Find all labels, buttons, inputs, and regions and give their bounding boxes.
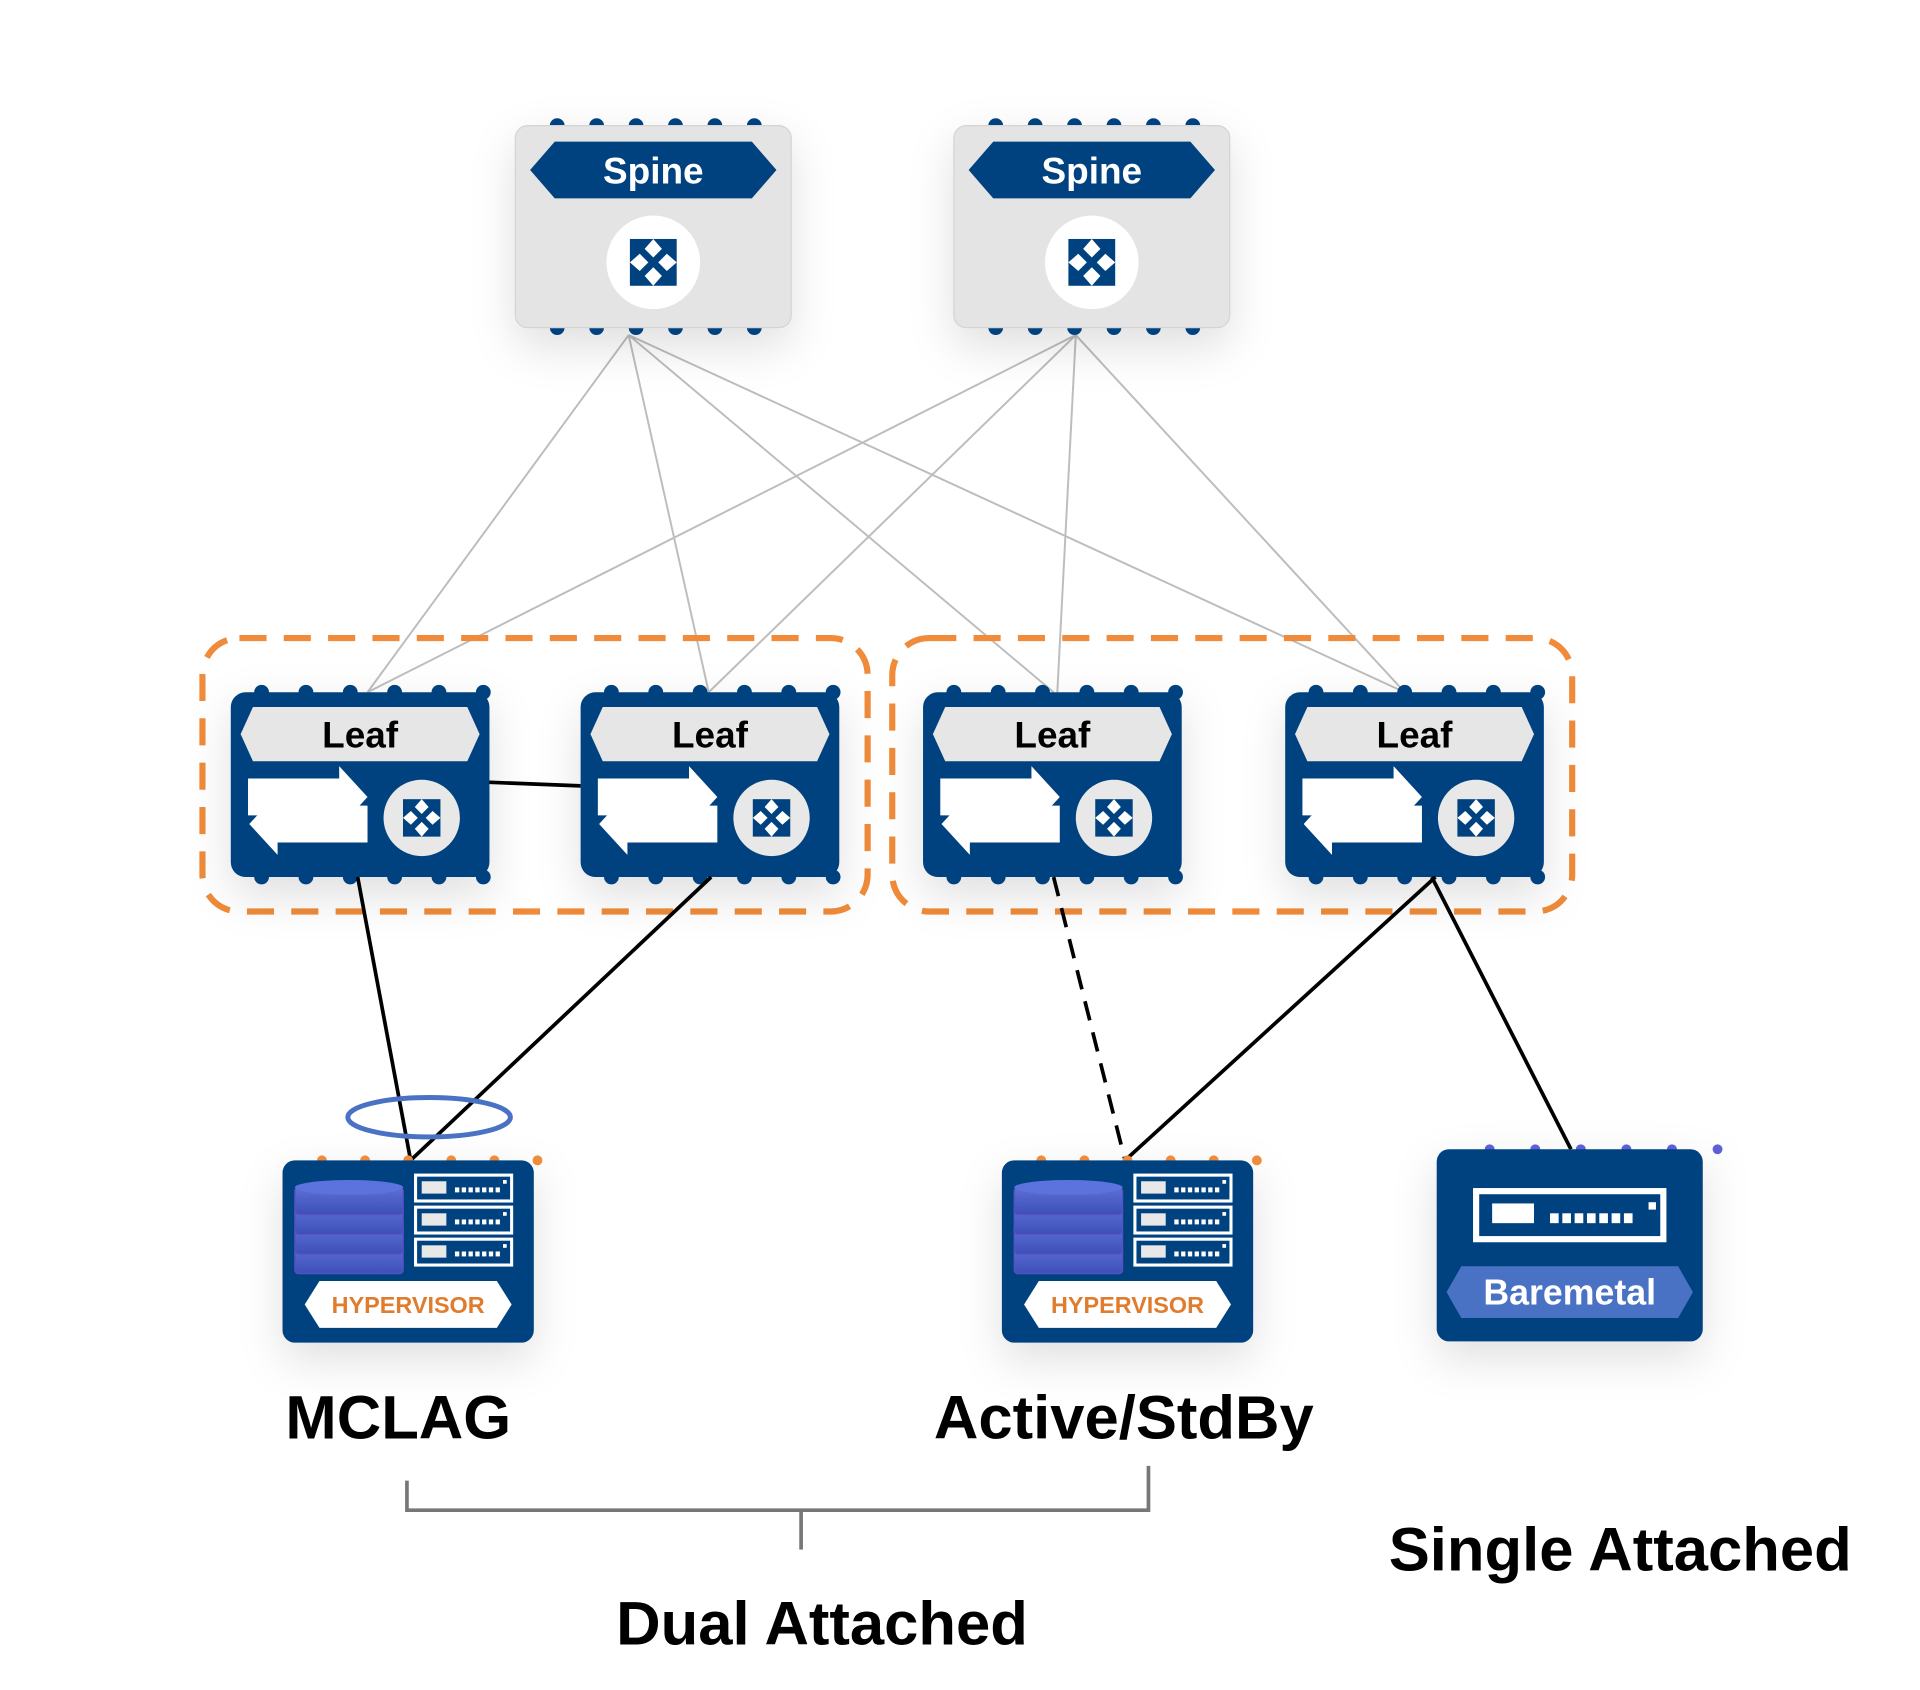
arrow-left-icon bbox=[599, 793, 718, 855]
hypervisor-host[interactable]: HYPERVISOR bbox=[1001, 1155, 1262, 1343]
hypervisor-label: HYPERVISOR bbox=[1051, 1292, 1204, 1318]
uplink bbox=[627, 334, 710, 693]
arrow-left-icon bbox=[249, 793, 368, 855]
storage-disks-icon bbox=[294, 1180, 404, 1275]
leaf-label: Leaf bbox=[672, 715, 749, 756]
uplink bbox=[628, 334, 1406, 694]
server-unit-icon bbox=[414, 1205, 514, 1235]
leaf-switch[interactable]: Leaf bbox=[1285, 684, 1546, 885]
server-unit-icon bbox=[1133, 1237, 1233, 1267]
arrow-left-icon bbox=[1303, 793, 1422, 855]
spine-label-badge bbox=[968, 141, 1215, 199]
fabric-switch-icon bbox=[752, 799, 791, 837]
leaf-label: Leaf bbox=[322, 715, 399, 756]
port-icon bbox=[1712, 1144, 1723, 1155]
mclag-peer-link bbox=[486, 780, 581, 788]
caption-single-attached: Single Attached bbox=[1389, 1516, 1852, 1585]
caption-dual-attached: Dual Attached bbox=[616, 1589, 1028, 1658]
fabric-switch-icon bbox=[1095, 799, 1133, 837]
caption-mclag: MCLAG bbox=[285, 1384, 511, 1453]
leaf-switch[interactable]: Leaf bbox=[923, 684, 1183, 885]
host-link-leaf3-hv2-standby bbox=[1051, 876, 1127, 1161]
host-link-leaf4-baremetal bbox=[1430, 876, 1573, 1151]
host-link-leaf2-hv1 bbox=[409, 875, 713, 1162]
baremetal-host[interactable]: Baremetal bbox=[1436, 1144, 1723, 1342]
storage-disks-icon bbox=[1013, 1180, 1124, 1275]
leaf-label: Leaf bbox=[1377, 715, 1454, 756]
server-unit-icon bbox=[414, 1173, 514, 1203]
dual-attached-bracket bbox=[405, 1465, 1151, 1550]
leaf-label: Leaf bbox=[1014, 715, 1091, 756]
server-unit-icon bbox=[414, 1237, 514, 1267]
leaf-label-badge bbox=[1295, 707, 1535, 762]
leaf-switch[interactable]: Leaf bbox=[230, 684, 491, 885]
port-icon bbox=[532, 1155, 543, 1166]
leaf-switch[interactable]: Leaf bbox=[580, 684, 841, 885]
baremetal-label: Baremetal bbox=[1483, 1272, 1656, 1312]
port-icon bbox=[1251, 1155, 1262, 1166]
leaf-group-mclag bbox=[199, 634, 871, 915]
baremetal-label-badge bbox=[1446, 1266, 1693, 1319]
uplink bbox=[367, 334, 1077, 694]
hypervisor-label-badge bbox=[1024, 1281, 1231, 1328]
leaf-label-badge bbox=[932, 707, 1172, 762]
lag-bundle-ring bbox=[345, 1095, 513, 1140]
hypervisor-label-badge bbox=[304, 1281, 512, 1328]
spine-switch[interactable]: Spine bbox=[953, 118, 1231, 336]
hypervisor-label: HYPERVISOR bbox=[332, 1292, 485, 1318]
fabric-switch-icon bbox=[1068, 238, 1116, 286]
fabric-switch-icon bbox=[629, 238, 677, 286]
host-link-leaf4-hv2 bbox=[1123, 875, 1437, 1162]
leaf-label-badge bbox=[590, 707, 830, 762]
uplink bbox=[366, 334, 630, 693]
host-link-leaf1-hv1 bbox=[355, 876, 413, 1161]
spine-label: Spine bbox=[603, 151, 704, 192]
fabric-switch-icon bbox=[1457, 799, 1495, 837]
leaf-label-badge bbox=[240, 707, 480, 762]
arrow-left-icon bbox=[941, 793, 1060, 855]
spine-label-badge bbox=[530, 141, 777, 199]
spine-label: Spine bbox=[1042, 151, 1143, 192]
server-unit-icon bbox=[1473, 1188, 1667, 1243]
uplink bbox=[1056, 334, 1077, 693]
uplink bbox=[628, 334, 1055, 694]
hypervisor-host[interactable]: HYPERVISOR bbox=[282, 1155, 543, 1343]
host-links bbox=[355, 875, 1573, 1162]
fabric-switch-icon bbox=[402, 799, 441, 837]
uplink bbox=[1075, 334, 1406, 693]
server-unit-icon bbox=[1133, 1205, 1233, 1235]
leaf-group-active-standby bbox=[889, 634, 1576, 915]
spine-leaf-links bbox=[366, 334, 1406, 694]
caption-active-standby: Active/StdBy bbox=[934, 1384, 1314, 1453]
spine-switch[interactable]: Spine bbox=[514, 118, 792, 336]
uplink bbox=[708, 334, 1077, 693]
server-unit-icon bbox=[1133, 1173, 1233, 1203]
